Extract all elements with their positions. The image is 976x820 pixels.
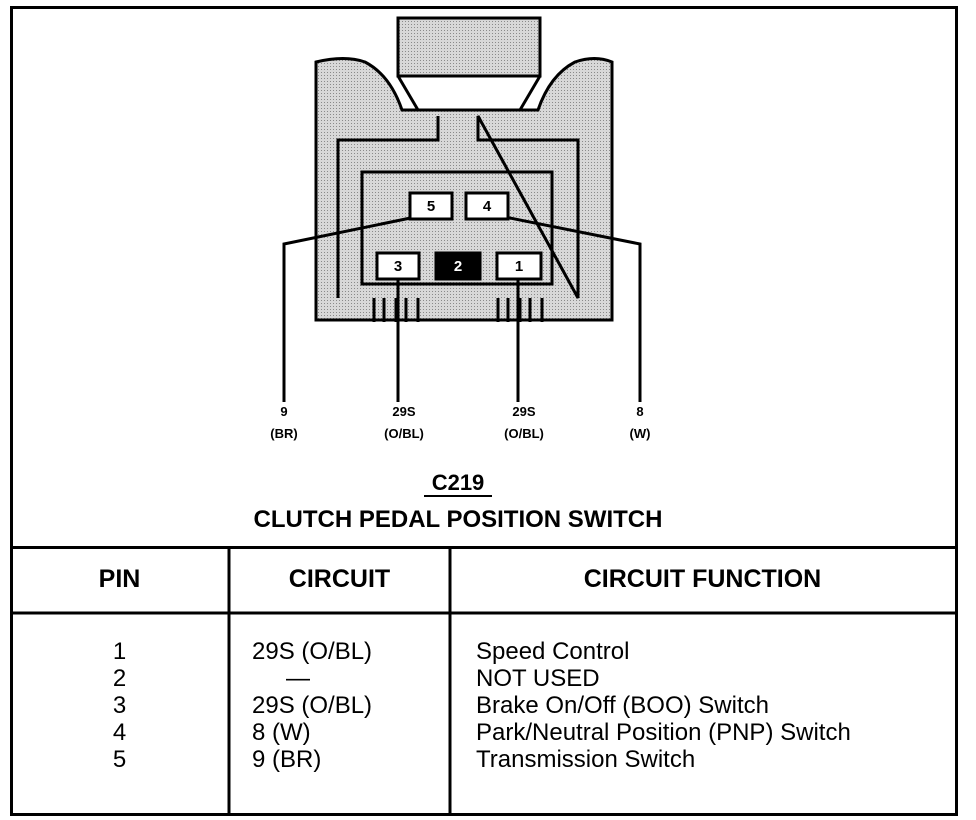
- table-cell-function: NOT USED: [476, 665, 600, 692]
- table-cell-pin: 5: [112, 746, 127, 773]
- pin-1: 1: [495, 251, 543, 281]
- table-cell-circuit: —: [286, 665, 310, 692]
- terminal-tabs-left: [372, 298, 420, 322]
- connector-id: C219: [432, 470, 485, 495]
- pin-5: 5: [408, 191, 454, 221]
- wire-label-circuit: 8: [636, 404, 643, 419]
- pin-4: 4: [464, 191, 510, 221]
- table-cell-circuit: 9 (BR): [252, 746, 322, 773]
- circuit-column: 29S (O/BL) — 29S (O/BL) 8 (W) 9 (BR): [252, 638, 372, 773]
- table-cell-function: Transmission Switch: [476, 746, 696, 773]
- table-cell-circuit: 29S (O/BL): [252, 638, 373, 665]
- wire-label-circuit: 9: [280, 404, 287, 419]
- header-circuit: CIRCUIT: [288, 564, 391, 593]
- table-grid: [10, 546, 955, 813]
- table-cell-circuit: 29S (O/BL): [252, 692, 373, 719]
- terminal-tabs-right: [496, 298, 544, 322]
- figure-frame: [10, 6, 958, 816]
- function-column: Speed Control NOT USED Brake On/Off (BOO…: [476, 638, 851, 773]
- switch-title: CLUTCH PEDAL POSITION SWITCH: [254, 506, 663, 533]
- connector-outer-rib: [336, 115, 580, 299]
- connector-diagram: 5 4 3 2 1 9 (BR) 29S (O/BL) 29S (O/BL) 8…: [254, 16, 663, 533]
- pin-2-label: 2: [454, 258, 462, 275]
- table-cell-function: Park/Neutral Position (PNP) Switch: [476, 719, 851, 746]
- connector-latch: [396, 16, 542, 78]
- wire-label-color: (O/BL): [384, 426, 424, 441]
- pin-3: 3: [375, 251, 421, 281]
- pin-5-label: 5: [427, 198, 435, 215]
- pin-1-label: 1: [515, 258, 523, 275]
- wire-label-circuit: 29S: [392, 404, 415, 419]
- table-cell-circuit: 8 (W): [252, 719, 311, 746]
- table-cell-pin: 3: [112, 692, 127, 719]
- pin-2: 2: [434, 251, 482, 281]
- pin-column: 1 2 3 4 5: [10, 638, 229, 773]
- table-cell-function: Brake On/Off (BOO) Switch: [476, 692, 769, 719]
- wire-pin4: [489, 212, 642, 402]
- table-cell-pin: 1: [112, 638, 127, 665]
- pin-3-label: 3: [394, 258, 402, 275]
- table-cell-pin: 2: [112, 665, 127, 692]
- header-circuit-function: CIRCUIT FUNCTION: [583, 564, 822, 593]
- wire-label-circuit: 29S: [512, 404, 535, 419]
- wire-label-color: (BR): [270, 426, 297, 441]
- table-cell-function: Speed Control: [476, 638, 630, 665]
- pin-4-label: 4: [483, 198, 492, 215]
- table-cell-pin: 4: [112, 719, 127, 746]
- wire-label-color: (W): [630, 426, 651, 441]
- wire-pin5: [282, 212, 431, 402]
- pinout-table: PIN CIRCUIT CIRCUIT FUNCTION 1 2 3 4 5 2…: [10, 546, 955, 813]
- header-pin: PIN: [98, 564, 141, 593]
- wire-label-color: (O/BL): [504, 426, 544, 441]
